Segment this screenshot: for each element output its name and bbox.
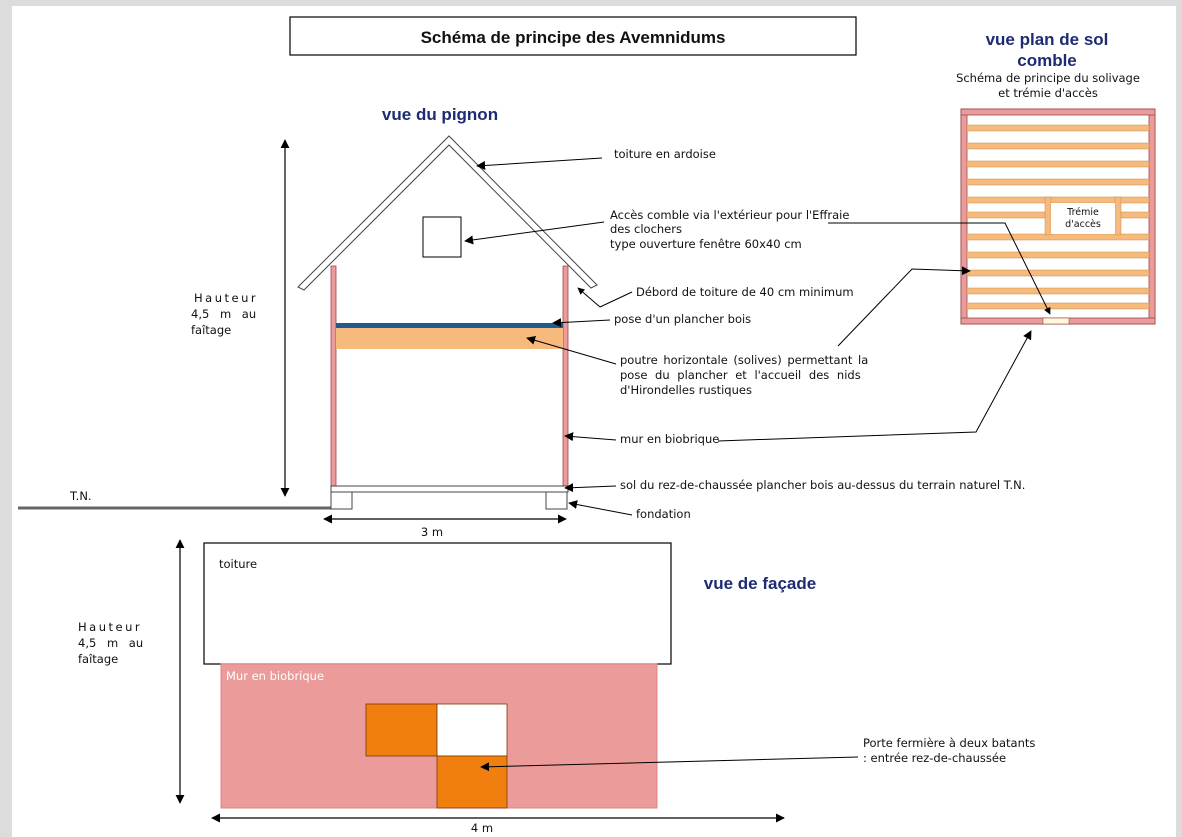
joist bbox=[966, 196, 1150, 204]
plan-top-wall bbox=[960, 108, 1156, 116]
joist bbox=[966, 178, 1150, 186]
plan-access-opening bbox=[1042, 317, 1070, 325]
arrow-sol bbox=[564, 483, 617, 493]
arrow-toiture bbox=[476, 157, 603, 170]
arrow-mur bbox=[564, 432, 617, 442]
facade-door bbox=[436, 755, 508, 809]
hauteur-label-1c: faîtage bbox=[191, 323, 231, 337]
label-toiture-ardoise: toiture en ardoise bbox=[614, 147, 716, 161]
tremie-label-1: Trémie bbox=[1066, 207, 1099, 218]
joist bbox=[966, 251, 1150, 259]
label-facade-mur: Mur en biobrique bbox=[226, 669, 324, 683]
attic-beam bbox=[336, 328, 563, 349]
hauteur-label-2a: Hauteur bbox=[78, 620, 142, 634]
joist bbox=[966, 269, 1150, 277]
label-acces-3: type ouverture fenêtre 60x40 cm bbox=[610, 237, 802, 251]
plan-subtitle-2: et trémie d'accès bbox=[998, 86, 1098, 100]
label-sol: sol du rez-de-chaussée plancher bois au-… bbox=[620, 478, 1025, 492]
label-acces-2: des clochers bbox=[610, 222, 682, 236]
label-tn: T.N. bbox=[69, 489, 92, 503]
arrow-plancher bbox=[552, 318, 611, 328]
trimmer-right bbox=[1114, 196, 1122, 236]
foundation-left bbox=[330, 491, 353, 510]
arrow-poutre-to-plan bbox=[837, 266, 971, 347]
joist bbox=[966, 160, 1150, 168]
dim-4m-label: 4 m bbox=[471, 821, 493, 835]
ground-floor bbox=[330, 485, 569, 493]
view-title-plan-2: comble bbox=[1017, 51, 1077, 70]
arrow-acces-to-plan bbox=[828, 222, 1051, 315]
label-fondation: fondation bbox=[636, 507, 691, 521]
arrow-acces bbox=[464, 221, 605, 245]
label-poutre-3: d'Hirondelles rustiques bbox=[620, 383, 752, 397]
hauteur-label-2b: 4,5 m au bbox=[78, 636, 143, 650]
foundation-right bbox=[545, 491, 568, 510]
label-poutre-1: poutre horizontale (solives) permettant … bbox=[620, 353, 868, 367]
pignon-roof bbox=[297, 135, 598, 291]
joist bbox=[966, 302, 1150, 310]
hauteur-label-1a: Hauteur bbox=[194, 291, 258, 305]
trimmer-left bbox=[1044, 196, 1052, 236]
joist bbox=[966, 142, 1150, 150]
tremie-opening bbox=[1051, 203, 1115, 234]
label-porte-2: : entrée rez-de-chaussée bbox=[863, 751, 1006, 765]
plan-right-wall bbox=[1148, 108, 1156, 325]
label-poutre-2: pose du plancher et l'accueil des nids bbox=[620, 368, 861, 382]
arrow-porte bbox=[480, 756, 859, 772]
hauteur-label-2c: faîtage bbox=[78, 652, 118, 666]
tremie-label-2: d'accès bbox=[1065, 219, 1101, 230]
label-debord: Débord de toiture de 40 cm minimum bbox=[636, 285, 854, 299]
title-box bbox=[289, 16, 857, 56]
hauteur-label-1b: 4,5 m au bbox=[191, 307, 256, 321]
diagram-title: Schéma de principe des Avemnidums bbox=[421, 28, 726, 47]
arrow-debord-line bbox=[599, 291, 633, 308]
joist bbox=[966, 233, 1150, 241]
label-mur: mur en biobrique bbox=[620, 432, 719, 446]
label-acces-1: Accès comble via l'extérieur pour l'Effr… bbox=[610, 208, 849, 222]
plan-subtitle-1: Schéma de principe du solivage bbox=[956, 71, 1140, 85]
label-plancher: pose d'un plancher bois bbox=[614, 312, 751, 326]
joist bbox=[966, 287, 1150, 295]
dim-3m-label: 3 m bbox=[421, 525, 443, 539]
arrow-debord bbox=[577, 287, 601, 308]
pignon-left-wall bbox=[330, 265, 337, 487]
arrow-poutre bbox=[526, 335, 617, 365]
attic-window bbox=[422, 216, 462, 258]
joist-partial bbox=[1120, 211, 1150, 219]
pignon-right-wall bbox=[562, 265, 569, 487]
label-facade-toiture: toiture bbox=[219, 557, 257, 571]
view-title-facade: vue de façade bbox=[704, 574, 816, 593]
facade-window bbox=[436, 703, 508, 757]
floor-plan: Trémie d'accès bbox=[960, 108, 1156, 325]
joist-partial bbox=[966, 211, 1046, 219]
attic-floor bbox=[336, 323, 563, 328]
plan-left-wall bbox=[960, 108, 968, 325]
label-porte-1: Porte fermière à deux batants bbox=[863, 736, 1035, 750]
view-title-plan-1: vue plan de sol bbox=[986, 30, 1109, 49]
facade-shutter-left bbox=[365, 703, 438, 757]
joist bbox=[966, 124, 1150, 132]
arrow-fondation bbox=[568, 500, 633, 516]
arrow-mur-to-plan bbox=[717, 330, 1032, 442]
facade-roof bbox=[203, 542, 672, 665]
view-title-pignon: vue du pignon bbox=[382, 105, 498, 124]
